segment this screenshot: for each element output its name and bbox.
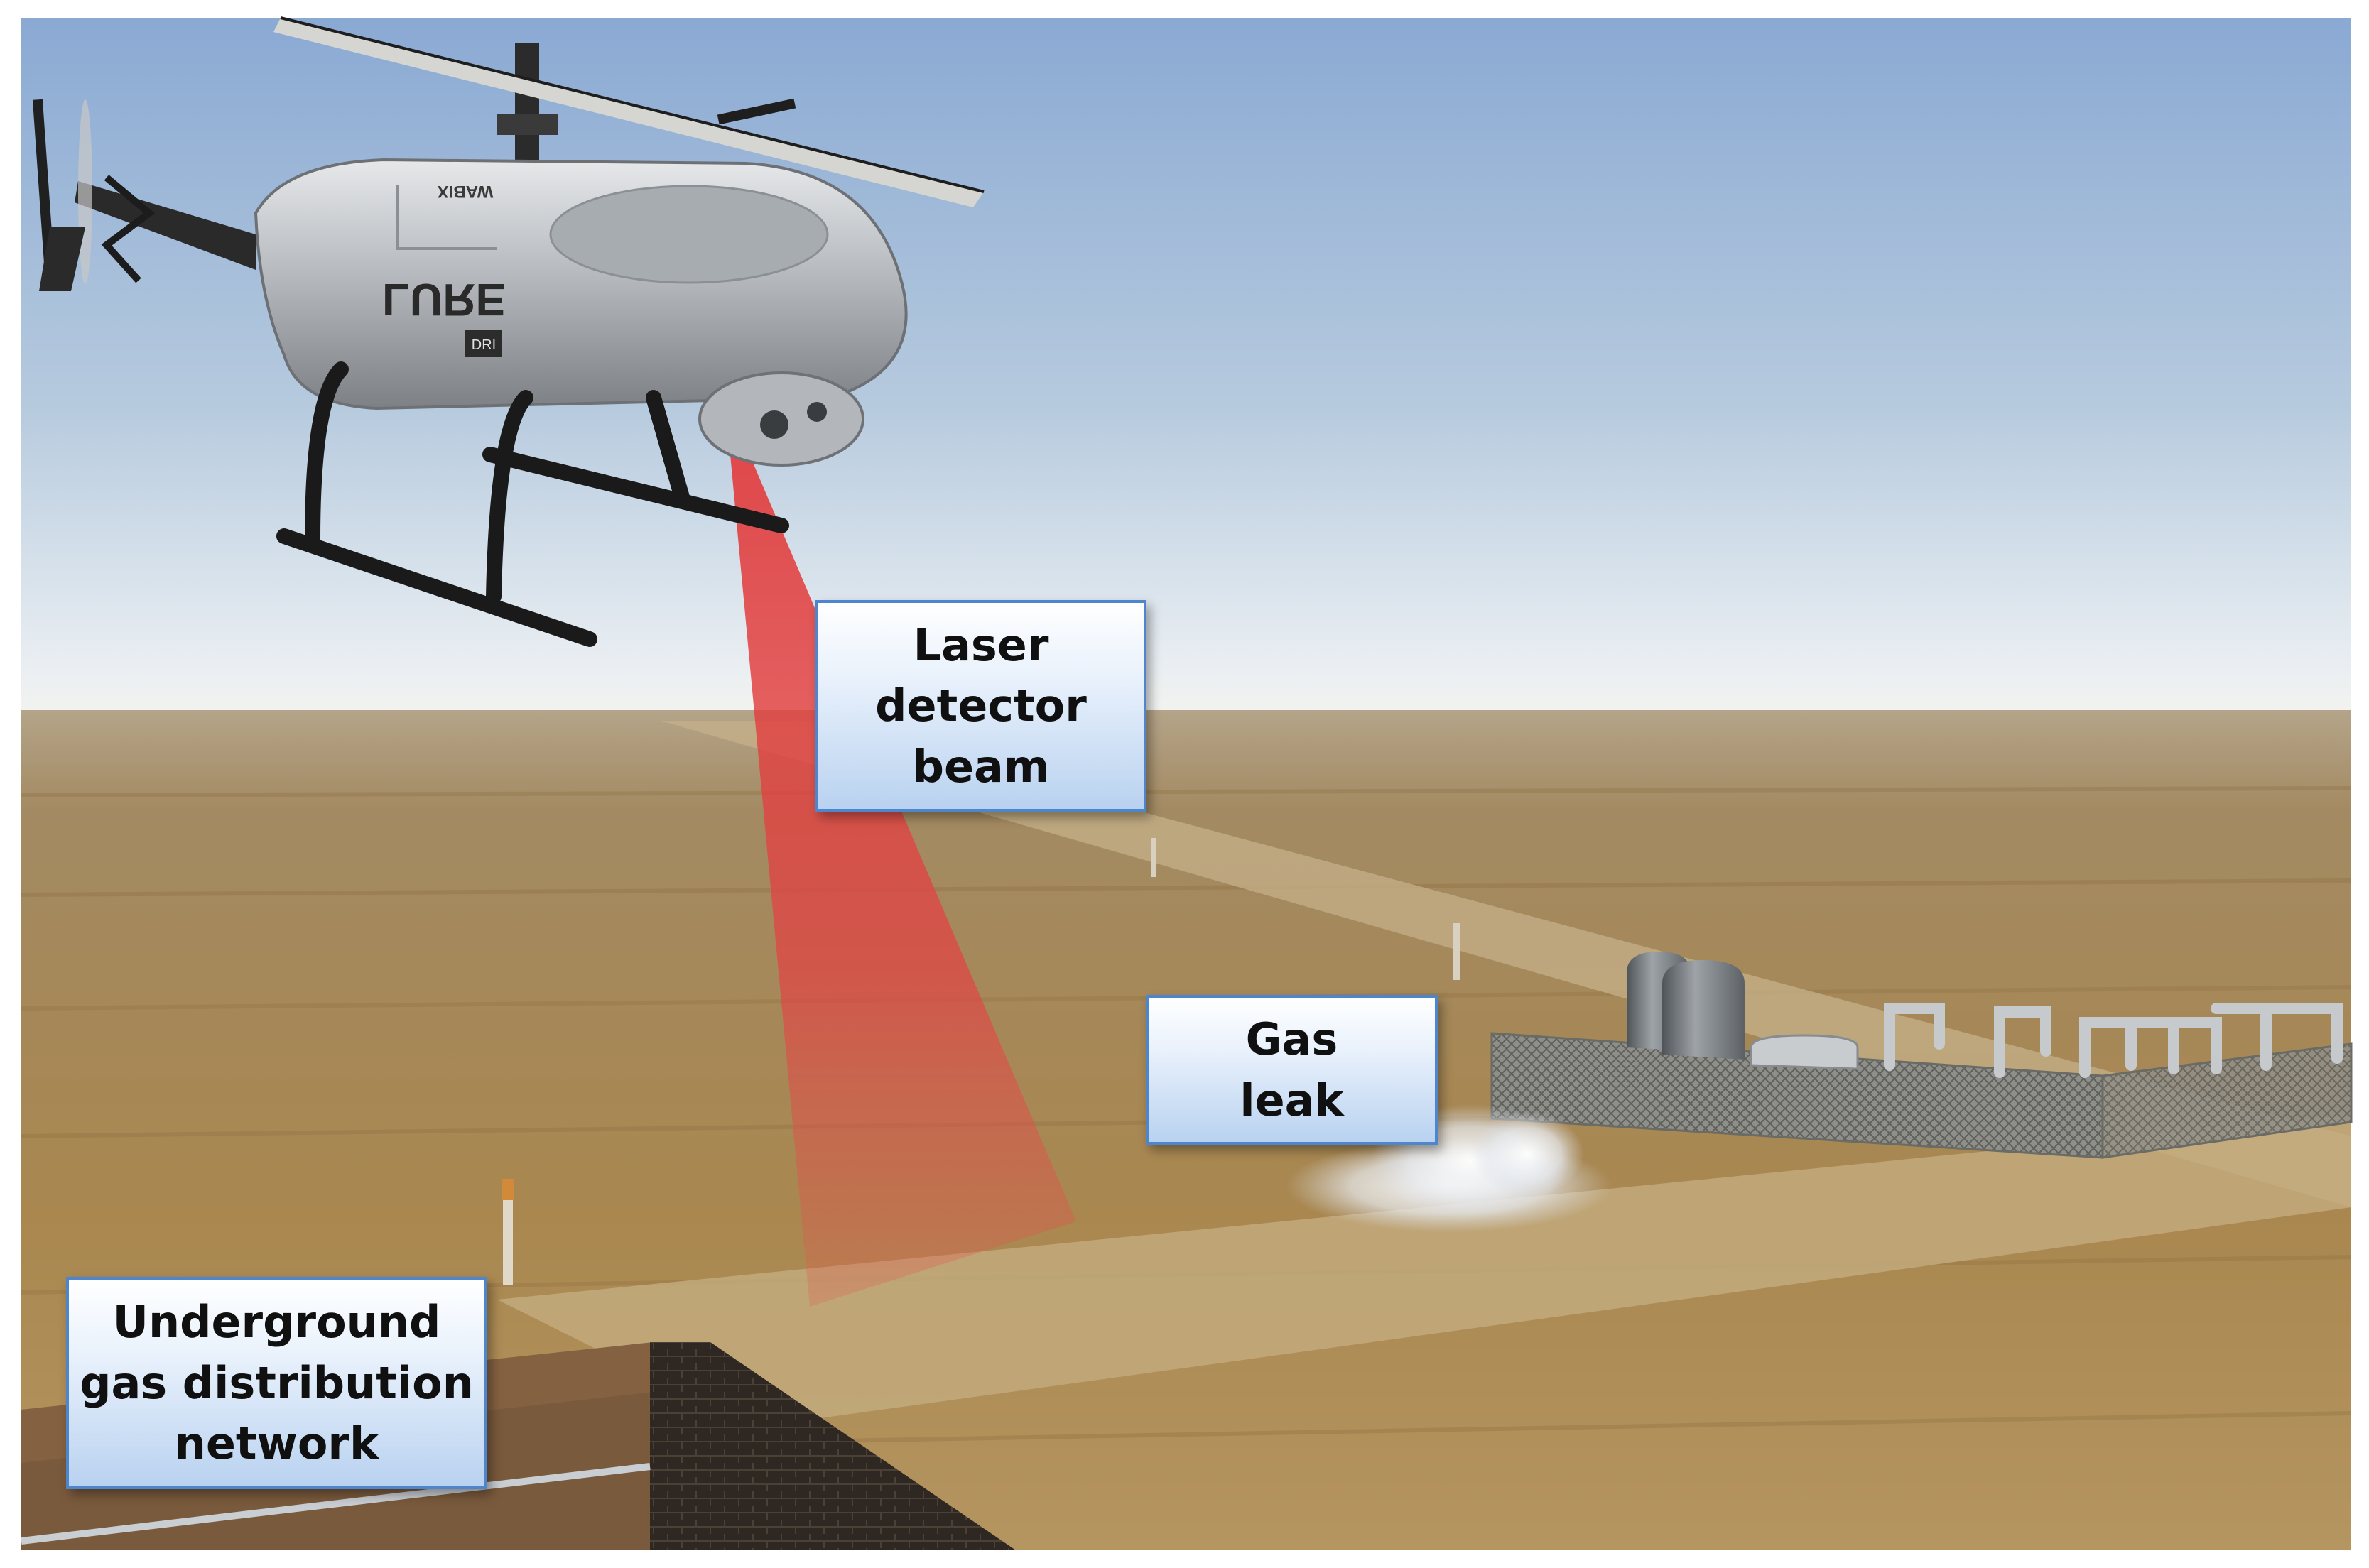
storage-tank-2 (1662, 960, 1745, 1060)
callout-gas-leak-label: Gas leak (1240, 1013, 1344, 1126)
marker-posts (502, 838, 1460, 1285)
storage-tank-low (1750, 1034, 1859, 1070)
helicopter-drone: LURE WABIX DRI (32, 16, 985, 647)
callout-gas-leak: Gas leak (1146, 995, 1438, 1145)
facility-pipes (1884, 1003, 2343, 1078)
helicopter-livery-lure: LURE (382, 274, 506, 325)
callout-laser-detector-beam: Laser detector beam (815, 600, 1146, 812)
pipeline-corridor-near (497, 1115, 2351, 1427)
callout-underground-network-label: Underground gas distribution network (80, 1296, 474, 1470)
callout-laser-detector-beam-label: Laser detector beam (875, 619, 1087, 793)
gas-facility (1490, 952, 2353, 1159)
helicopter-livery-badge: DRI (472, 337, 496, 353)
callout-underground-network: Underground gas distribution network (66, 1277, 487, 1489)
helicopter-livery-wabix: WABIX (438, 182, 494, 201)
